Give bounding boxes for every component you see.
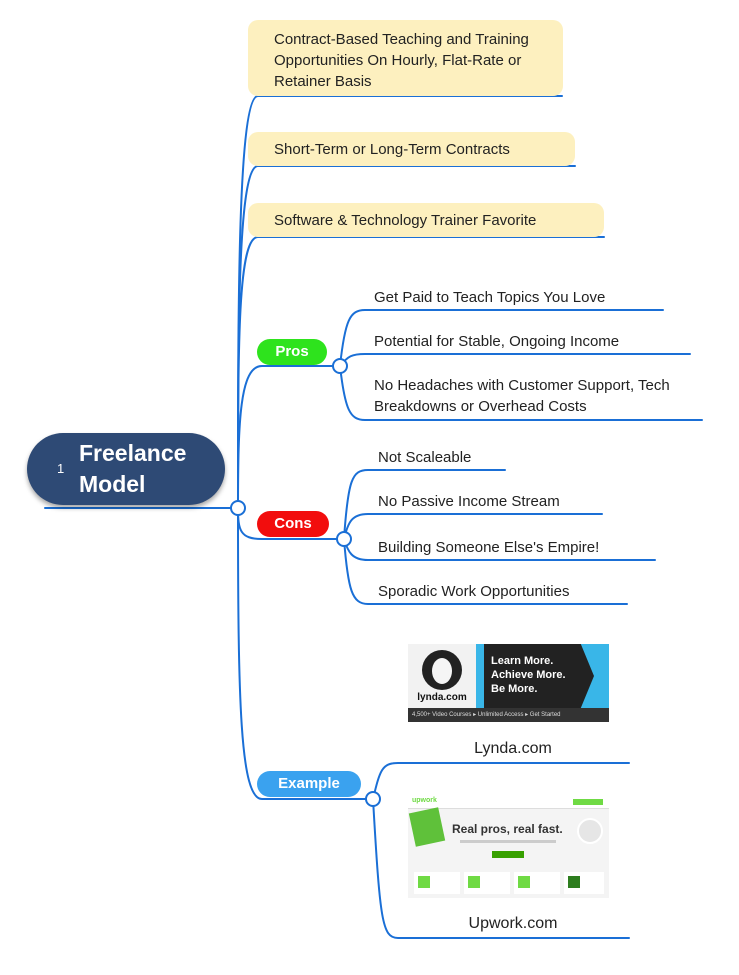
upwork-cta-button	[492, 851, 524, 858]
root-expander	[230, 500, 246, 516]
cons-item[interactable]: Building Someone Else's Empire!	[378, 539, 600, 556]
lynda-line-3: Be More.	[491, 683, 538, 695]
lynda-footer: 4,500+ Video Courses ▸ Unlimited Access …	[408, 708, 609, 722]
lynda-logo-panel: lynda.com	[408, 644, 476, 708]
cons-item[interactable]: Sporadic Work Opportunities	[378, 583, 570, 600]
branch-pros	[237, 365, 341, 509]
upwork-nav: upwork	[408, 796, 609, 809]
upwork-notebook-image	[408, 807, 446, 847]
pros-leaf-1	[339, 309, 664, 367]
example-leaf-lynda	[372, 762, 630, 800]
root-node[interactable]: 1 Freelance Model	[27, 433, 225, 505]
upwork-thumbnail[interactable]: upwork Real pros, real fast.	[408, 796, 609, 898]
pros-leaf-3	[339, 365, 703, 421]
example-leaf-upwork	[372, 798, 630, 939]
callout-contract-teaching[interactable]: Contract-Based Teaching and Training Opp…	[248, 20, 563, 96]
cons-node[interactable]: Cons	[257, 511, 329, 537]
lynda-logo-text: lynda.com	[417, 692, 467, 703]
callout-text: Short-Term or Long-Term Contracts	[274, 141, 510, 158]
pros-expander	[332, 358, 348, 374]
cons-leaf-1	[343, 469, 506, 540]
lynda-line-2: Achieve More.	[491, 669, 566, 681]
lynda-caption[interactable]: Lynda.com	[474, 740, 552, 757]
callout-text: Software & Technology Trainer Favorite	[274, 212, 537, 229]
upwork-cup-image	[577, 818, 603, 844]
example-node[interactable]: Example	[257, 771, 361, 797]
cons-expander	[336, 531, 352, 547]
root-title: Freelance Model	[79, 440, 187, 497]
pros-item[interactable]: Potential for Stable, Ongoing Income	[374, 333, 620, 350]
pros-item[interactable]: No Headaches with Customer Support, Tech…	[374, 377, 670, 415]
example-expander	[365, 791, 381, 807]
callout-contracts[interactable]: Short-Term or Long-Term Contracts	[248, 132, 575, 166]
lynda-line-1: Learn More.	[491, 655, 554, 667]
pros-item[interactable]: Get Paid to Teach Topics You Love	[374, 289, 606, 306]
lynda-face-icon	[422, 650, 462, 690]
cons-leaf-2	[343, 513, 603, 540]
upwork-headline: Real pros, real fast.	[452, 822, 563, 836]
pros-node[interactable]: Pros	[257, 339, 327, 365]
upwork-caption[interactable]: Upwork.com	[468, 915, 558, 932]
callout-text: Contract-Based Teaching and Training Opp…	[274, 31, 529, 90]
lynda-banner: Learn More. Achieve More. Be More.	[476, 644, 609, 708]
cons-item[interactable]: Not Scaleable	[378, 449, 472, 466]
root-number: 1	[57, 461, 65, 476]
branch-example	[237, 507, 374, 800]
pros-leaf-2	[339, 353, 691, 367]
callout-trainer-favorite[interactable]: Software & Technology Trainer Favorite	[248, 203, 604, 237]
lynda-thumbnail[interactable]: lynda.com Learn More. Achieve More. Be M…	[408, 644, 609, 722]
cons-leaf-4	[343, 538, 628, 605]
cons-item[interactable]: No Passive Income Stream	[378, 493, 560, 510]
upwork-logo-text: upwork	[412, 797, 437, 804]
